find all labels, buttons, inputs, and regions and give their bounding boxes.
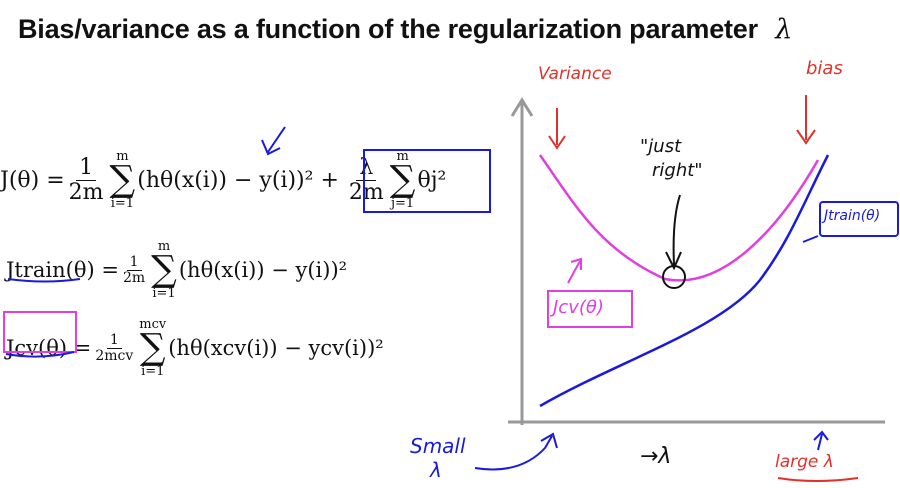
train-frac-num: 1	[126, 254, 142, 271]
cv-sum: mcv ∑ i=1	[139, 317, 167, 379]
large-underline	[777, 477, 859, 482]
title-text: Bias/variance as a function of the regul…	[18, 14, 758, 44]
x-axis-lambda-label: →λ	[640, 444, 672, 469]
cost-frac-den: 2m	[68, 179, 104, 205]
jcv-pink-box	[3, 311, 77, 353]
just-right-arrow-icon	[665, 194, 682, 271]
just-right-label-line2: right"	[652, 160, 703, 181]
cv-frac-num: 1	[106, 332, 122, 349]
reg-sum-upper: m	[396, 149, 409, 164]
train-sum-lower: i=1	[152, 285, 176, 301]
just-right-circle	[662, 265, 686, 289]
reg-fraction: λ 2m	[348, 155, 384, 205]
cost-sum: m ∑ i=1	[109, 149, 136, 211]
jcv-underline	[5, 351, 75, 358]
train-lhs: Jtrain(θ) =	[6, 258, 119, 283]
reg-body: θj²	[417, 167, 447, 193]
jcv-label-box	[547, 290, 633, 328]
small-lambda-label: λ	[430, 458, 442, 482]
cost-sum-upper: m	[116, 149, 129, 164]
variance-arrow-icon	[548, 108, 566, 150]
cost-fraction: 1 2m	[68, 155, 104, 205]
check-arrow-icon	[261, 126, 286, 156]
cv-frac-den: 2mcv	[95, 347, 134, 364]
large-lambda-label: large λ	[775, 452, 834, 472]
slide-title: Bias/variance as a function of the regul…	[18, 14, 792, 45]
reg-sum-lower: j=1	[391, 195, 415, 211]
cost-equation: J(θ) = 1 2m m ∑ i=1 (hθ(x(i)) − y(i))² +…	[0, 149, 447, 211]
jtrain-curve	[539, 154, 830, 408]
jtrain-handwritten-label: Jtrain(θ)	[824, 208, 881, 224]
reg-frac-num: λ	[356, 155, 377, 181]
cv-body: (hθ(xcv(i)) − ycv(i))²	[168, 336, 384, 361]
title-lambda-symbol: λ	[775, 14, 793, 45]
y-axis-arrow-icon	[510, 97, 534, 117]
sigma-icon: ∑	[151, 249, 177, 291]
train-sum: m ∑ i=1	[151, 239, 177, 301]
reg-sum: m ∑ j=1	[389, 149, 416, 211]
train-fraction: 1 2m	[122, 254, 146, 287]
train-body: (hθ(x(i)) − y(i))²	[178, 258, 348, 283]
cost-body: (hθ(x(i)) − y(i))² +	[137, 167, 339, 193]
jtrain-label-box	[819, 201, 899, 237]
cv-sum-lower: i=1	[141, 363, 165, 379]
cost-lhs: J(θ) =	[0, 167, 65, 193]
just-right-label-line1: "just	[640, 136, 682, 157]
train-sum-upper: m	[157, 239, 171, 254]
cv-sum-upper: mcv	[139, 317, 167, 332]
train-frac-den: 2m	[122, 269, 146, 286]
large-arrow-icon	[813, 430, 829, 451]
jcv-curve	[538, 154, 820, 282]
reg-frac-den: 2m	[348, 179, 384, 205]
variance-label: Variance	[538, 64, 612, 84]
cv-fraction: 1 2mcv	[95, 332, 134, 365]
sigma-icon: ∑	[139, 327, 166, 369]
small-label: Small	[410, 434, 466, 458]
cost-sum-lower: i=1	[110, 195, 135, 211]
small-arrow-icon	[474, 432, 558, 471]
jtrain-underline	[7, 278, 81, 283]
sigma-icon: ∑	[389, 159, 416, 201]
jtrain-pointer	[802, 235, 819, 243]
cv-equation: Jcv(θ) = 1 2mcv mcv ∑ i=1 (hθ(xcv(i)) − …	[6, 317, 384, 379]
jcv-pointer-icon	[567, 257, 582, 284]
reg-term-box	[363, 149, 491, 213]
sigma-icon: ∑	[109, 159, 136, 201]
bias-arrow-icon	[796, 95, 816, 145]
bias-label: bias	[806, 58, 843, 79]
cost-frac-num: 1	[76, 155, 97, 181]
train-equation: Jtrain(θ) = 1 2m m ∑ i=1 (hθ(x(i)) − y(i…	[6, 239, 348, 301]
jcv-handwritten-label: Jcv(θ)	[553, 297, 604, 318]
